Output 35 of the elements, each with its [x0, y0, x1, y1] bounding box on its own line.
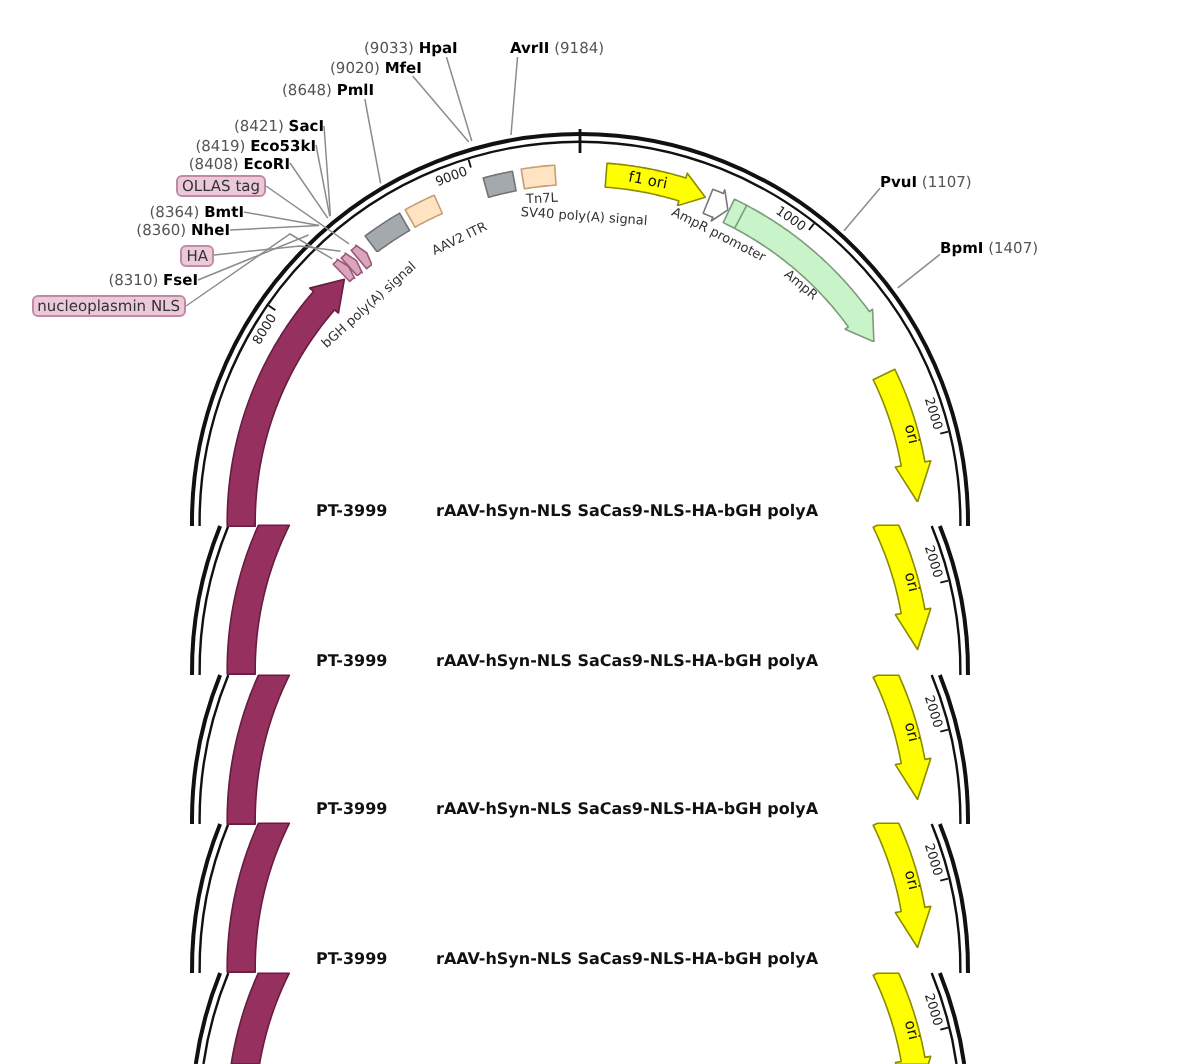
feature-block: [332, 258, 357, 284]
feature-box: [404, 193, 444, 229]
leader-line: [843, 187, 881, 232]
leader-line: [243, 211, 320, 227]
leader-line: [197, 234, 310, 281]
leader-line: [229, 224, 320, 231]
plasmid-name: rAAV-hSyn-NLS SaCas9-NLS-HA-bGH polyA: [436, 949, 819, 969]
feature-block: [603, 161, 706, 207]
feature-box: [520, 163, 559, 190]
leader-line: [323, 125, 332, 217]
feature-block: [230, 971, 292, 1064]
plasmid-id: PT-3999: [316, 949, 388, 969]
leader-line: [265, 185, 350, 245]
plasmid-name: rAAV-hSyn-NLS SaCas9-NLS-HA-bGH polyA: [436, 800, 819, 820]
plasmid-id: PT-3999: [316, 502, 388, 522]
feature-box: [482, 169, 518, 198]
leader-line: [897, 253, 941, 289]
leader-line: [315, 144, 331, 218]
leader-line: [364, 98, 382, 185]
leader-line: [411, 75, 470, 143]
plasmid-id: PT-3999: [316, 651, 388, 671]
plasmid-name: rAAV-hSyn-NLS SaCas9-NLS-HA-bGH polyA: [436, 502, 819, 522]
leader-line: [185, 233, 334, 307]
feature-block: [226, 673, 292, 826]
feature-block: [226, 524, 292, 677]
leader-line: [510, 56, 519, 136]
feature-box: [364, 211, 412, 253]
feature-block: [340, 251, 364, 277]
feature-block: [349, 243, 373, 270]
plasmid-id: PT-3999: [316, 800, 388, 820]
leader-line: [289, 162, 329, 219]
leader-line: [213, 245, 342, 256]
feature-block: [226, 822, 292, 975]
plasmid-name: rAAV-hSyn-NLS SaCas9-NLS-HA-bGH polyA: [436, 651, 819, 671]
leader-line: [445, 56, 473, 142]
